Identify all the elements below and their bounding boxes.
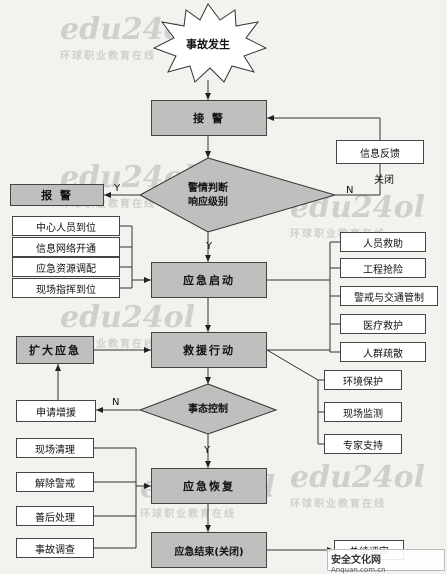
yes-label-activate: Y [206,241,213,252]
right-top-item-0: 人员救助 [340,232,426,252]
report-left-box: 报 警 [10,184,104,206]
left-top-item-3: 现场指挥到位 [12,278,120,298]
left-bottom-item-0: 现场清理 [16,438,94,458]
yes-label-judge: Y [114,183,121,194]
judge-diamond: 警情判断 响应级别 [160,182,256,209]
left-top-item-0: 中心人员到位 [12,216,120,236]
activate-box: 应急启动 [151,262,267,298]
right-top-item-4: 人群疏散 [340,342,426,362]
right-mid-item-2: 专家支持 [324,434,402,454]
stamp-title: 安全文化网 [331,555,381,566]
right-top-item-3: 医疗救护 [340,314,426,334]
left-top-item-1: 信息网络开通 [12,237,120,257]
right-mid-item-0: 环境保护 [324,370,402,390]
report-main-box: 接 警 [151,100,267,136]
left-bottom-item-2: 善后处理 [16,506,94,526]
feedback-box: 信息反馈 [336,140,424,164]
rescue-box: 救援行动 [151,332,267,368]
right-top-item-2: 警戒与交通管制 [340,286,438,306]
right-mid-item-1: 现场监测 [324,402,402,422]
left-bottom-item-1: 解除警戒 [16,472,94,492]
control-diamond: 事态控制 [188,404,228,415]
right-top-item-1: 工程抢险 [340,258,426,278]
end-box: 应急结束(关闭) [151,532,267,568]
close-label: 关闭 [374,175,394,186]
stamp-url: Anquan.com.cn [331,566,386,574]
judge-line-1: 警情判断 [188,183,228,194]
left-top-item-2: 应急资源调配 [12,257,120,277]
apply-box: 申请增援 [16,400,96,422]
no-label-judge: N [346,185,354,196]
left-bottom-item-3: 事故调查 [16,538,94,558]
yes-label-recover: Y [204,445,211,456]
judge-line-2: 响应级别 [188,196,228,208]
expand-box: 扩大应急 [16,336,94,364]
site-stamp: 安全文化网 Anquan.com.cn [327,549,445,574]
start-node: 事故发生 [186,38,230,51]
recover-box: 应急恢复 [151,468,267,504]
no-label-control: N [112,397,120,408]
